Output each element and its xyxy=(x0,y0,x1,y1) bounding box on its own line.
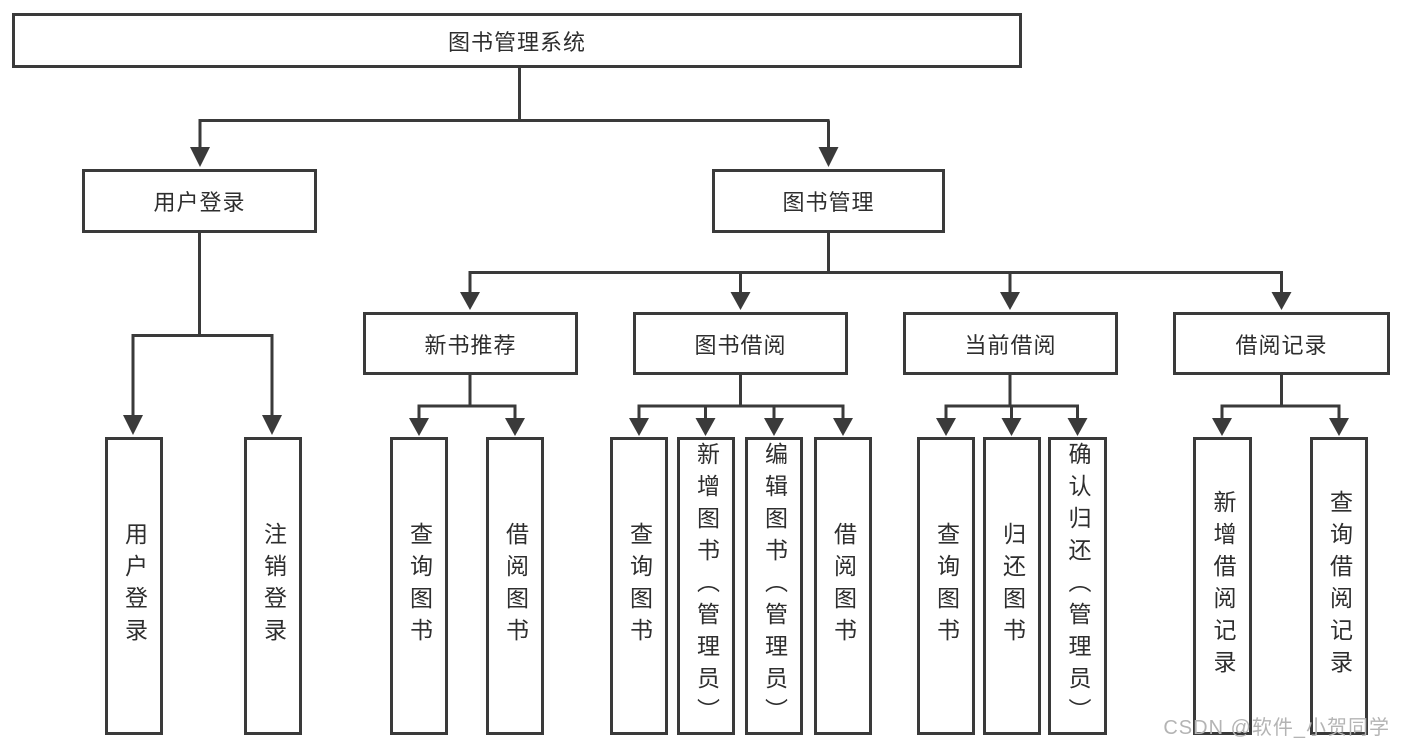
node-borrow-books-2: 借阅图书 xyxy=(814,437,872,735)
node-label: 查询图书 xyxy=(626,522,653,650)
node-label: 图书借阅 xyxy=(694,332,787,358)
node-label: 借阅记录 xyxy=(1235,332,1328,358)
node-library-system: 图书管理系统 xyxy=(12,13,1022,68)
node-borrowing-records: 借阅记录 xyxy=(1173,312,1390,375)
node-query-books-1: 查询图书 xyxy=(390,437,448,735)
node-new-book-recommend: 新书推荐 xyxy=(363,312,578,375)
node-user-login-group: 用户登录 xyxy=(82,169,317,233)
node-edit-books-admin: 编辑图书（管理员） xyxy=(745,437,803,735)
node-label: 查询图书 xyxy=(406,522,433,650)
node-label: 借阅图书 xyxy=(502,522,529,650)
node-label: 查询借阅记录 xyxy=(1326,490,1353,682)
node-label: 编辑图书（管理员） xyxy=(761,442,788,730)
node-query-books-3: 查询图书 xyxy=(917,437,975,735)
node-label: 注销登录 xyxy=(260,522,287,650)
node-add-borrow-record: 新增借阅记录 xyxy=(1193,437,1252,735)
node-label: 新增借阅记录 xyxy=(1210,490,1236,682)
node-label: 借阅图书 xyxy=(830,522,857,650)
node-borrow-books-1: 借阅图书 xyxy=(486,437,544,735)
node-label: 图书管理系统 xyxy=(447,29,586,55)
node-user-login: 用户登录 xyxy=(105,437,163,735)
node-book-borrowing: 图书借阅 xyxy=(633,312,848,375)
node-confirm-return-admin: 确认归还（管理员） xyxy=(1048,437,1107,735)
node-book-management: 图书管理 xyxy=(712,169,945,233)
node-label: 用户登录 xyxy=(153,190,246,215)
node-query-books-2: 查询图书 xyxy=(610,437,668,735)
node-logout: 注销登录 xyxy=(244,437,302,735)
node-label: 新书推荐 xyxy=(424,332,517,358)
node-query-borrow-record: 查询借阅记录 xyxy=(1310,437,1368,735)
connector-line-group xyxy=(131,67,1341,420)
arrowhead-group xyxy=(123,147,1349,436)
node-add-books-admin: 新增图书（管理员） xyxy=(677,437,735,735)
node-current-borrowing: 当前借阅 xyxy=(903,312,1118,375)
node-label: 新增图书（管理员） xyxy=(693,442,720,730)
node-label: 确认归还（管理员） xyxy=(1065,442,1091,730)
node-label: 归还图书 xyxy=(999,522,1026,650)
node-label: 用户登录 xyxy=(121,522,148,650)
node-return-books: 归还图书 xyxy=(983,437,1041,735)
node-label: 当前借阅 xyxy=(964,332,1057,358)
csdn-watermark: CSDN @软件_小贺同学 xyxy=(1163,717,1390,739)
node-label: 查询图书 xyxy=(933,522,960,650)
node-label: 图书管理 xyxy=(782,190,875,215)
